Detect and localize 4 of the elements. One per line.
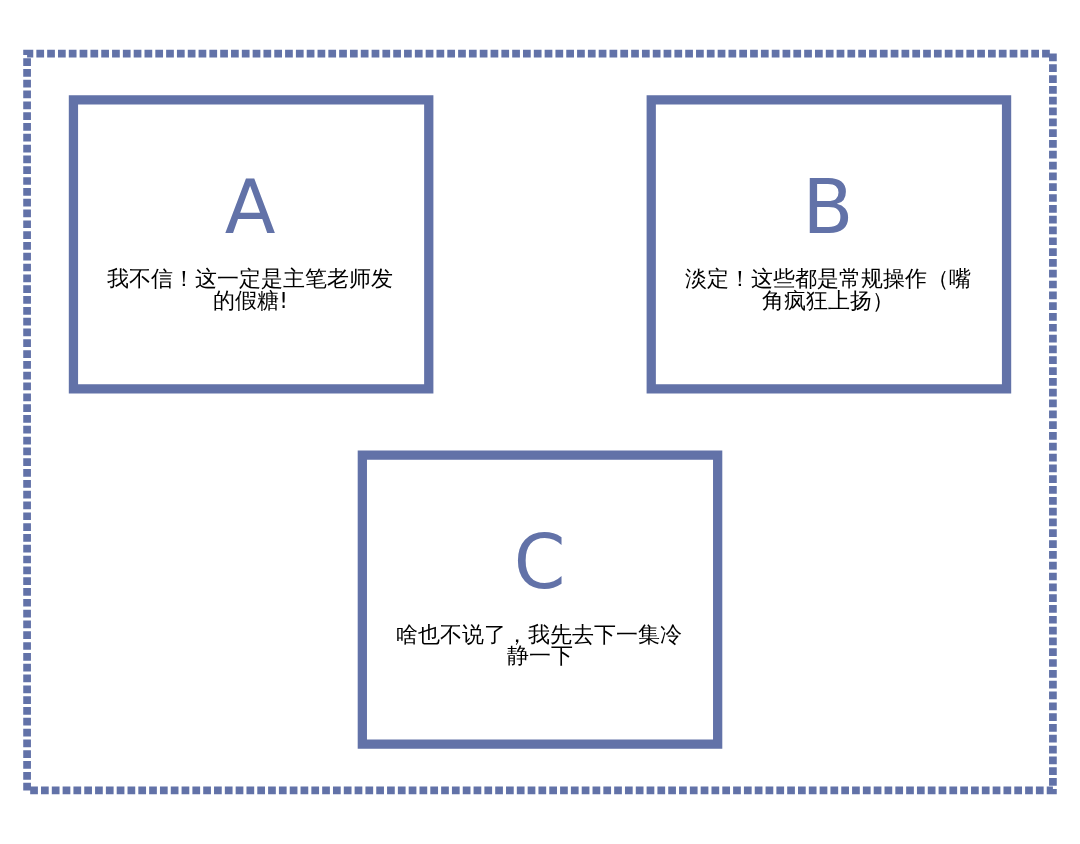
cluster	[23, 49, 1057, 795]
node-box: C 啥也不说了，我先去下一集冷静一下	[357, 450, 723, 749]
node-box: A 我不信！这一定是主笔老师发的假糖!	[68, 95, 434, 394]
node-box: B 淡定！这些都是常规操作（嘴角疯狂上扬）	[646, 95, 1012, 394]
